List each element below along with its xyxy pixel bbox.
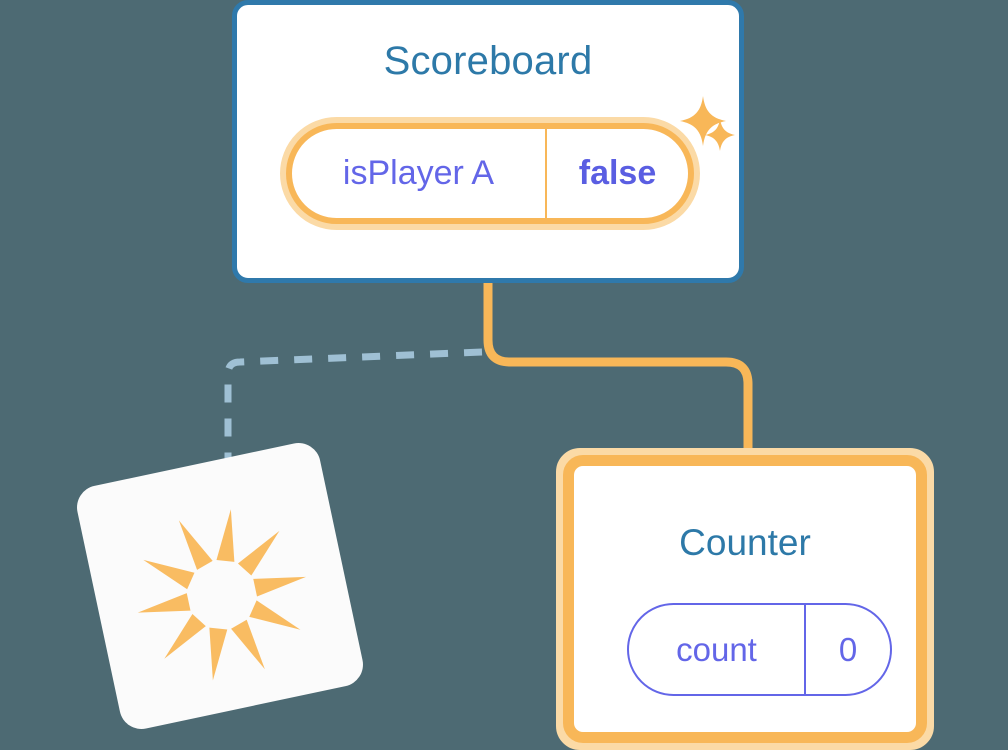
- scoreboard-card[interactable]: Scoreboard isPlayer A false: [232, 0, 744, 283]
- counter-card-body[interactable]: Counter count 0: [563, 455, 927, 743]
- counter-title: Counter: [679, 522, 811, 563]
- scoreboard-state-pill[interactable]: isPlayer A false: [280, 117, 700, 230]
- pill-highlight-glow: [280, 117, 700, 230]
- flash-card[interactable]: [72, 438, 368, 734]
- counter-state-pill[interactable]: count 0: [627, 603, 892, 696]
- counter-card[interactable]: Counter count 0: [556, 448, 934, 750]
- counter-state-value: 0: [838, 630, 858, 668]
- pill-body[interactable]: isPlayer A false: [286, 123, 694, 224]
- counter-state-key: count: [629, 605, 806, 694]
- scoreboard-state-value: false: [578, 154, 657, 192]
- scoreboard-state-key: isPlayer A: [292, 129, 547, 218]
- sparkle-small-icon: [705, 119, 735, 151]
- sparkle-large-icon: [680, 96, 726, 146]
- scoreboard-title: Scoreboard: [383, 39, 593, 83]
